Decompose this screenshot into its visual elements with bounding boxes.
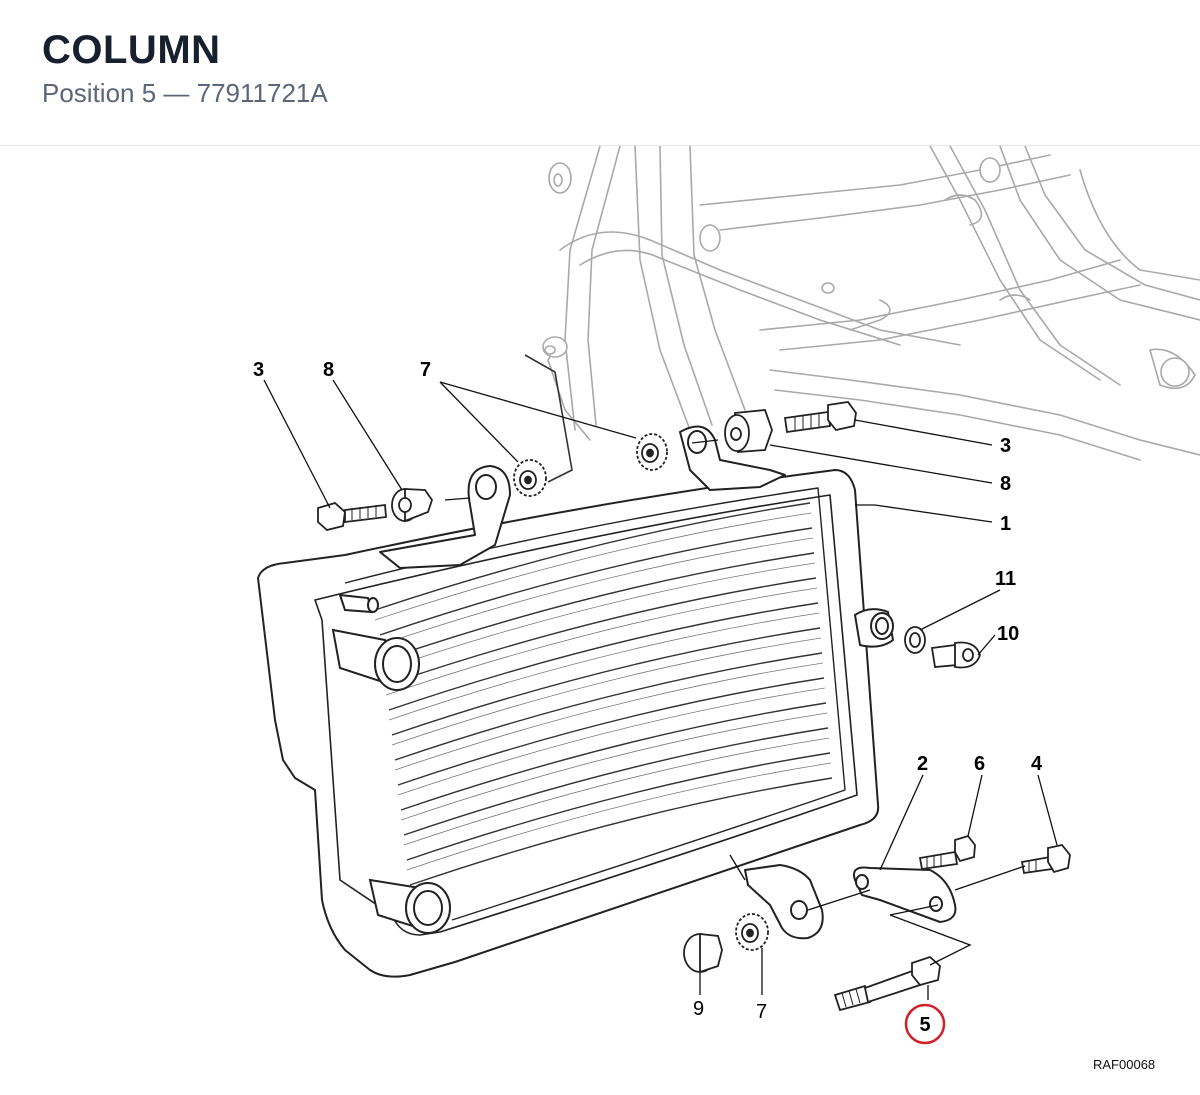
callout-5-selected[interactable]: 5 [919,1014,930,1036]
callout-10[interactable]: 10 [997,623,1019,645]
frame-lug-plate [524,354,573,483]
upper-brackets [379,425,786,569]
callout-3-right[interactable]: 3 [1000,435,1011,457]
radiator-fins [374,502,833,886]
callout-1[interactable]: 1 [1000,513,1011,535]
frame-outline [547,146,1200,461]
callout-2[interactable]: 2 [917,753,928,775]
page-title: COLUMN [42,28,221,72]
frame-bosses [542,157,1190,387]
page-subtitle: Position 5 — 77911721A [42,78,328,108]
callout-7-bottom[interactable]: 7 [756,1001,767,1023]
callout-6[interactable]: 6 [974,753,985,775]
callout-11[interactable]: 11 [995,568,1016,590]
callout-7-top[interactable]: 7 [420,359,431,381]
drawing-code: RAF00068 [1093,1057,1156,1072]
leader-lines [263,379,1058,1000]
callout-8-right[interactable]: 8 [1000,473,1011,495]
radiator-pipes [331,593,895,934]
selected-highlight-ring [904,1003,946,1045]
callout-9[interactable]: 9 [693,998,704,1020]
lower-bracket [744,864,957,940]
fasteners [317,401,1071,974]
header: COLUMN Position 5 — 77911721A [0,0,1200,146]
callout-4[interactable]: 4 [1031,753,1043,775]
callout-8-top-left[interactable]: 8 [323,359,334,381]
callout-3-top-left[interactable]: 3 [253,359,264,381]
column-screw [833,955,941,1012]
callout-labels: 3 8 7 3 8 1 11 10 2 6 4 9 7 [253,359,1043,1023]
selected-callout[interactable]: 5 [904,1003,946,1045]
